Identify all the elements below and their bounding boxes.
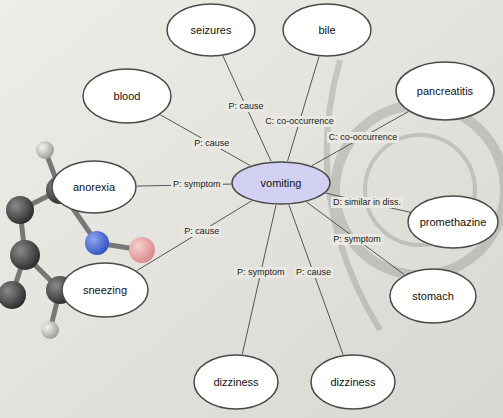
stethoscope-shadow — [327, 60, 503, 330]
relation-label: C: co-occurrence — [327, 132, 400, 143]
concept-name: bile — [318, 24, 335, 37]
relation-label: P: cause — [192, 138, 231, 149]
ellipse-shape — [62, 263, 148, 317]
relation-label: P: cause — [182, 226, 221, 237]
relation-line — [306, 202, 404, 275]
relation-line — [137, 201, 252, 271]
concept-ellipse: blood — [82, 68, 172, 124]
concept-name: sneezing — [83, 284, 127, 297]
text-holder: promethazine — [407, 195, 499, 249]
ellipse-shape — [396, 62, 494, 120]
relation-label: C: co-occurrence — [263, 116, 336, 127]
relation-label: D: similar in diss. — [331, 197, 403, 208]
concept-name: stomach — [412, 290, 454, 303]
ellipse-shape — [311, 355, 395, 409]
text-holder: dizziness — [193, 354, 279, 410]
text-holder: pancreatitis — [395, 61, 495, 121]
ellipse-shape — [408, 196, 498, 248]
concept-ellipse: sneezing — [61, 262, 149, 318]
ellipse-shape — [232, 162, 330, 204]
concept-name: dizziness — [213, 376, 258, 389]
text-holder: vomiting — [231, 161, 331, 205]
concept-ellipse: vomiting — [231, 161, 331, 205]
text-holder: sneezing — [61, 262, 149, 318]
concept-ellipse: dizziness — [193, 354, 279, 410]
text-holder: dizziness — [310, 354, 396, 410]
relation-label: P: cause — [226, 101, 265, 112]
relation-label: P: symptom — [171, 179, 223, 190]
ellipse-shape — [167, 4, 255, 56]
concept-ellipse: dizziness — [310, 354, 396, 410]
ellipse-shape — [194, 355, 278, 409]
relation-line — [325, 193, 410, 212]
relation-line — [289, 205, 343, 355]
ellipse-shape — [83, 69, 171, 123]
text-holder: anorexia — [51, 160, 137, 214]
relation-label: P: cause — [294, 267, 333, 278]
concept-ellipse: bile — [282, 3, 372, 57]
ellipse-shape — [283, 4, 371, 56]
concept-ellipse: promethazine — [407, 195, 499, 249]
concept-name: blood — [114, 90, 141, 103]
text-holder: seizures — [166, 3, 256, 57]
relation-label: P: symptom — [235, 267, 287, 278]
ellipse-shape — [52, 161, 136, 213]
text-holder: stomach — [389, 268, 477, 324]
concept-name: promethazine — [420, 216, 487, 229]
relation-line — [288, 57, 319, 162]
concept-name: dizziness — [330, 376, 375, 389]
relation-line — [242, 205, 276, 354]
concept-ellipse: pancreatitis — [395, 61, 495, 121]
concept-name: seizures — [191, 24, 232, 37]
ellipse-shape — [390, 269, 476, 323]
concept-ellipse: seizures — [166, 3, 256, 57]
text-holder: blood — [82, 68, 172, 124]
concept-name: pancreatitis — [417, 85, 473, 98]
concept-ellipse: stomach — [389, 268, 477, 324]
concept-name: anorexia — [73, 181, 115, 194]
concept-ellipse: anorexia — [51, 160, 137, 214]
molecule-model — [0, 141, 155, 339]
relation-label: P: symptom — [331, 234, 383, 245]
text-holder: bile — [282, 3, 372, 57]
concept-name: vomiting — [261, 177, 302, 190]
relation-line — [160, 115, 250, 166]
